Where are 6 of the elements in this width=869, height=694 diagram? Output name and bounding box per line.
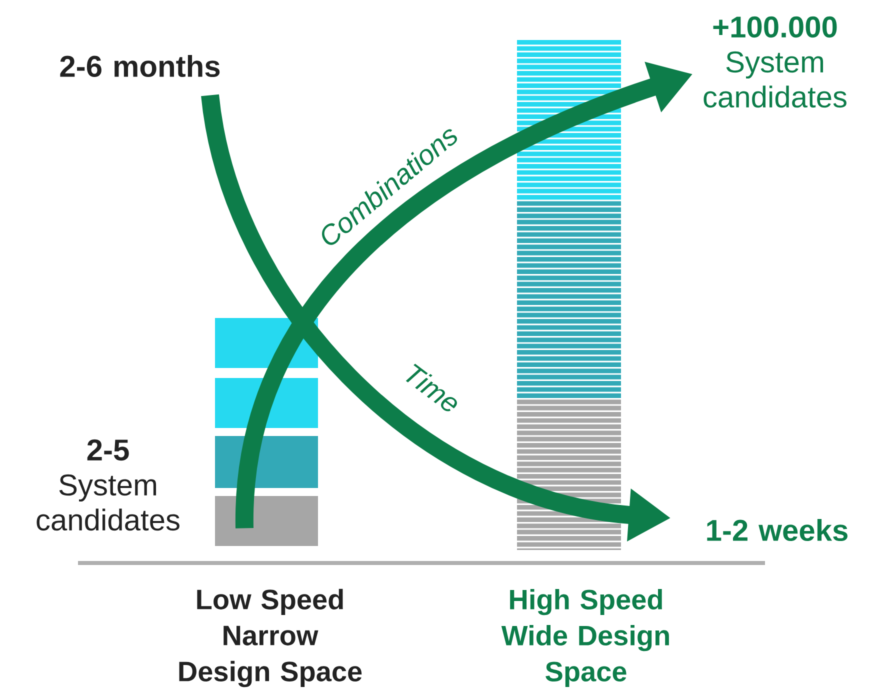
text-label: 1-2 weeks bbox=[707, 519, 848, 542]
text-label: 2-5 System candidates bbox=[36, 439, 180, 531]
text-label: 2-6 months bbox=[60, 55, 220, 78]
axis-label: Low Speed Narrow Design Space bbox=[179, 588, 362, 688]
axis-label: High Speed Wide Design Space bbox=[501, 588, 669, 688]
text-label: +100.000 System candidates bbox=[704, 16, 846, 108]
